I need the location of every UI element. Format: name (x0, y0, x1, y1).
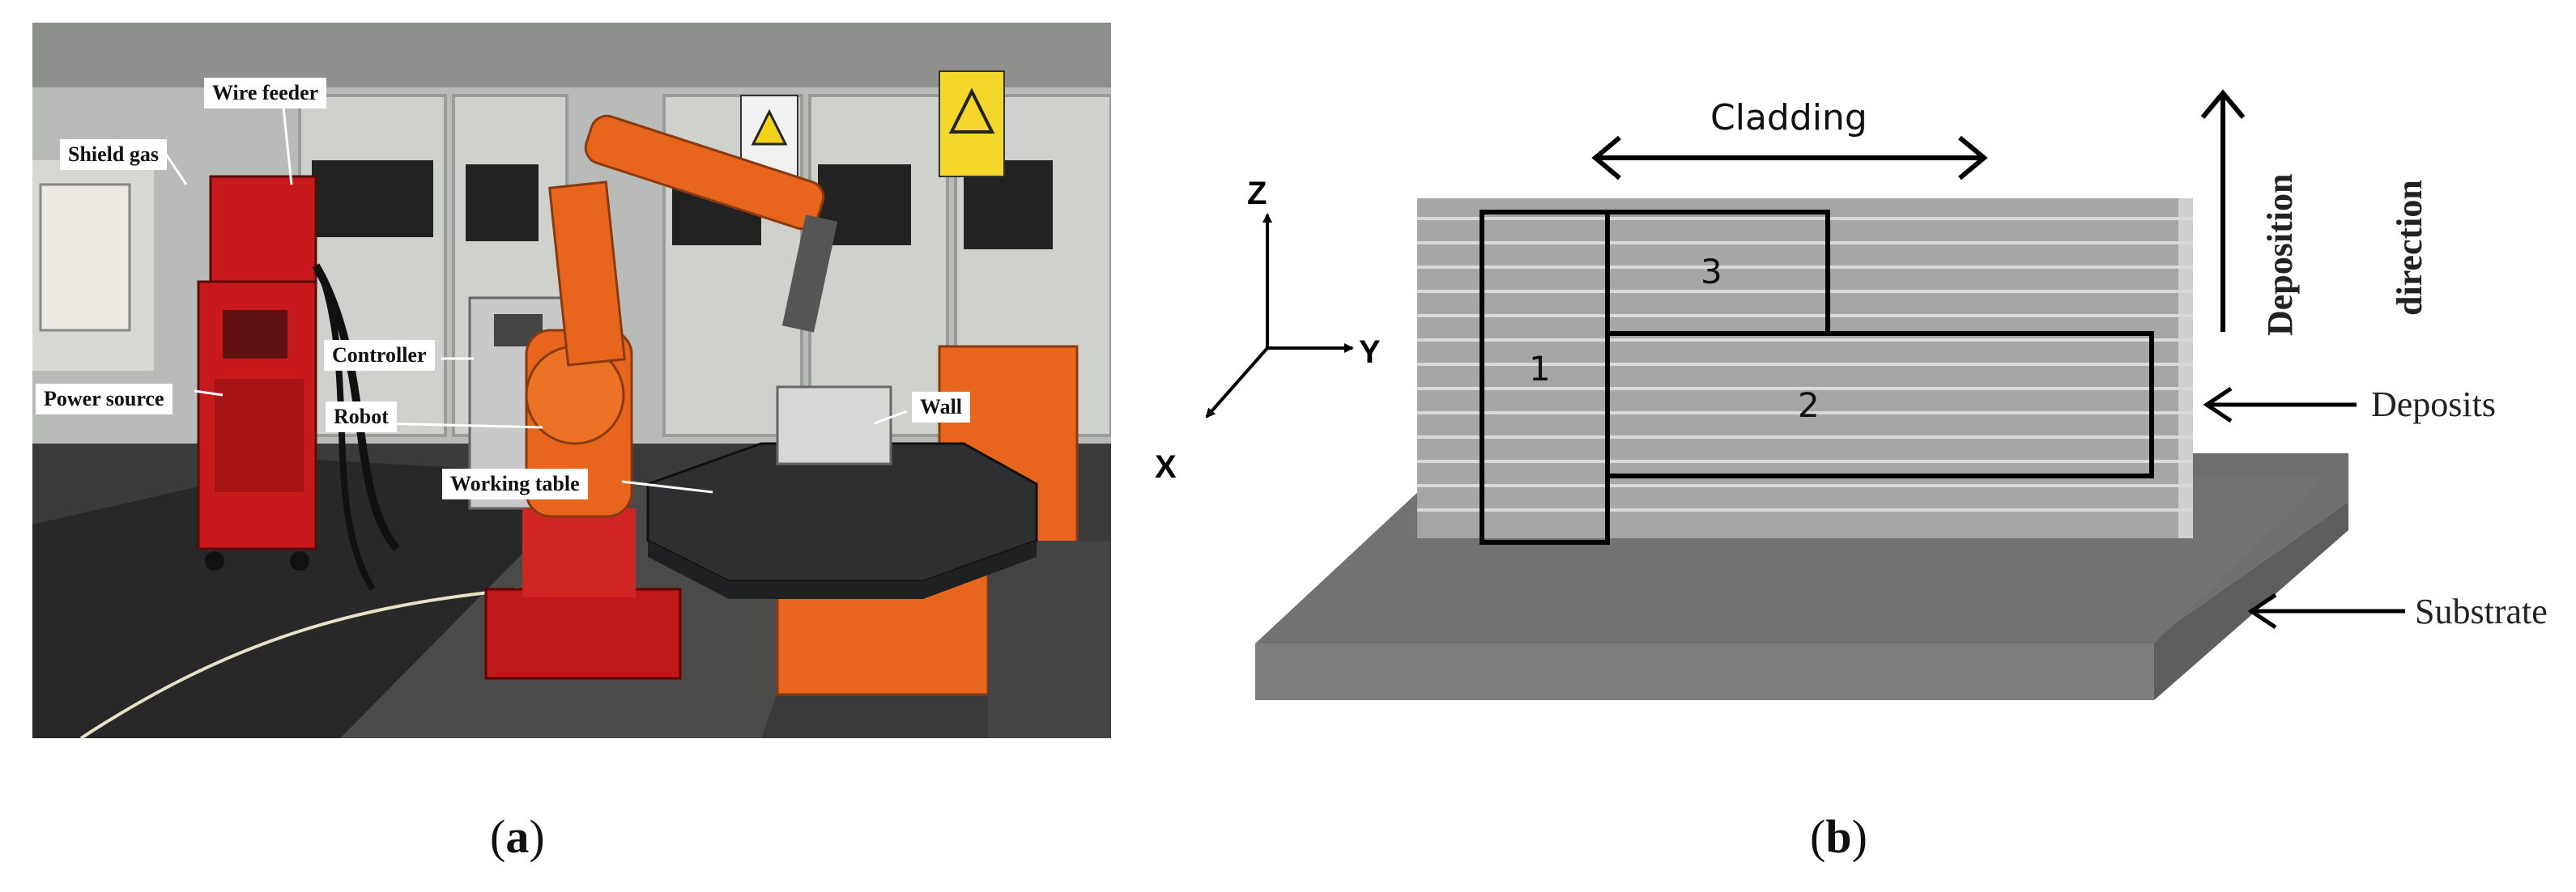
caption-a: (a) (490, 810, 545, 863)
schematic-panel-b: Z Y X (1134, 24, 2576, 745)
label-shield-gas: Shield gas (60, 139, 167, 170)
substrate-label: Substrate (2415, 592, 2548, 631)
caption-b-letter: b (1825, 810, 1852, 863)
deposits-label: Deposits (2371, 384, 2496, 424)
region-2-outline (1605, 331, 2154, 478)
label-wall: Wall (912, 392, 971, 423)
photo-panel-a: Wire feeder Shield gas Controller Power … (32, 23, 1111, 738)
label-robot: Robot (326, 401, 397, 432)
region-2-label: 2 (1798, 385, 1820, 425)
deposition-label: Deposition (2260, 174, 2300, 336)
coordinate-axes (1205, 213, 1354, 418)
deposited-wall (1417, 198, 2193, 545)
cladding-arrow (1591, 135, 1988, 181)
axis-x-label: X (1155, 449, 1177, 485)
caption-a-letter: a (505, 810, 530, 863)
label-working-table: Working table (442, 469, 588, 499)
label-controller: Controller (324, 340, 435, 371)
direction-label: direction (2390, 180, 2429, 316)
region-1-label: 1 (1529, 349, 1551, 389)
caption-b: (b) (1810, 810, 1867, 863)
cladding-label: Cladding (1710, 97, 1867, 138)
axis-z-label: Z (1247, 176, 1267, 211)
axis-y-label: Y (1359, 334, 1381, 370)
label-power-source: Power source (36, 384, 172, 414)
deposits-pointer (2203, 386, 2357, 423)
welding-cell-illustration (32, 23, 1111, 738)
substrate-pointer (2247, 593, 2405, 630)
deposition-arrow (2200, 89, 2246, 332)
label-wire-feeder: Wire feeder (204, 78, 327, 108)
deposition-schematic: Z Y X (1155, 89, 2548, 700)
region-3-label: 3 (1701, 252, 1722, 291)
